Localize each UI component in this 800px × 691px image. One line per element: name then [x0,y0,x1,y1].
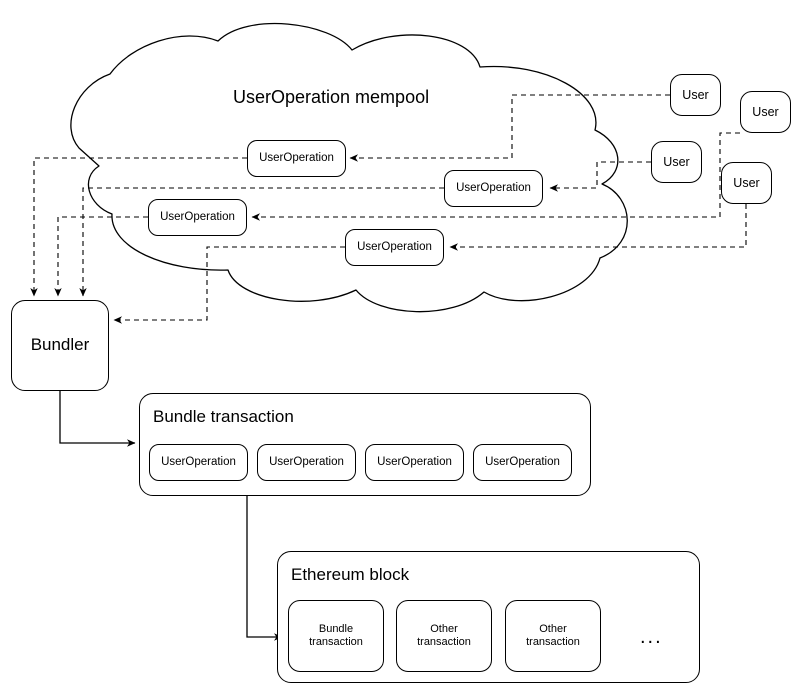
wire-user4-to-userop4 [449,204,747,251]
mempool-userop-3[interactable]: UserOperation [148,199,247,236]
cloud-outline [70,23,628,313]
user-node-2[interactable]: User [740,91,791,133]
block-transaction-other-2-line2: transaction [526,636,580,648]
bundle-userop-1-label: UserOperation [161,455,236,468]
user-node-1[interactable]: User [670,74,721,116]
bundle-userop-2[interactable]: UserOperation [257,444,356,481]
bundle-userop-3-label: UserOperation [377,455,452,468]
mempool-userop-2[interactable]: UserOperation [444,170,543,207]
bundle-userop-2-label: UserOperation [269,455,344,468]
wire-bundler-to-bundle-transaction [59,391,136,447]
block-transaction-bundle-line2: transaction [309,636,363,648]
wire-userop3-to-bundler [54,216,148,297]
mempool-userop-4-label: UserOperation [357,240,432,253]
block-transaction-other-1-line2: transaction [417,636,471,648]
block-transaction-other-2-line1: Other [539,623,567,636]
bundle-userop-1[interactable]: UserOperation [149,444,248,481]
bundle-userop-3[interactable]: UserOperation [365,444,464,481]
mempool-userop-3-label: UserOperation [160,210,235,223]
user-node-3[interactable]: User [651,141,702,183]
user-node-4-label: User [733,175,760,190]
mempool-userop-2-label: UserOperation [456,181,531,194]
bundle-userop-4-label: UserOperation [485,455,560,468]
block-overflow-ellipsis: ... [640,626,663,648]
mempool-userop-4[interactable]: UserOperation [345,229,444,266]
bundle-userop-4[interactable]: UserOperation [473,444,572,481]
block-transaction-other-2[interactable]: Other transaction [505,600,601,672]
wire-user3-to-userop2 [549,161,651,192]
wire-userop4-to-bundler [113,246,345,324]
block-transaction-other-1-line1: Other [430,623,458,636]
bundler-node[interactable]: Bundler [11,300,109,391]
ethereum-block-title: Ethereum block [291,565,410,584]
block-transaction-bundle-line1: Bundle [318,623,354,636]
user-node-2-label: User [752,104,779,119]
dashed-connectors [30,94,747,324]
block-transaction-bundle[interactable]: Bundle transaction [288,600,384,672]
user-node-3-label: User [663,154,690,169]
bundle-transaction-title: Bundle transaction [153,407,294,426]
user-node-4[interactable]: User [721,162,772,204]
block-transaction-other-1[interactable]: Other transaction [396,600,492,672]
mempool-label: UserOperation mempool [233,87,430,107]
mempool-userop-1-label: UserOperation [259,151,334,164]
bundler-label: Bundler [30,335,90,355]
user-node-1-label: User [682,87,709,102]
mempool-userop-1[interactable]: UserOperation [247,140,346,177]
